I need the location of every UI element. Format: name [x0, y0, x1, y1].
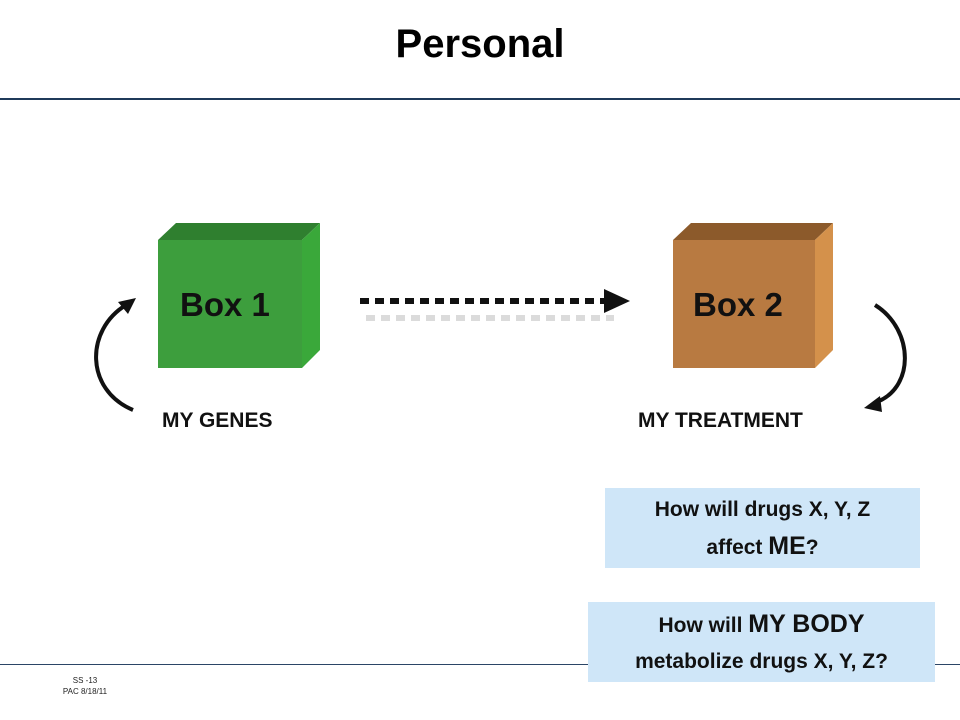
question-1-text: affect — [706, 536, 769, 559]
dotted-arrow — [360, 289, 630, 321]
left-cycle-arrow-icon — [94, 298, 136, 412]
box-1-label: Box 1 — [180, 286, 270, 323]
bottom-divider — [0, 664, 960, 665]
question-2-text: How will — [658, 614, 749, 637]
box-1-caption: MY GENES — [162, 409, 273, 432]
box-2-caption: MY TREATMENT — [638, 409, 803, 432]
right-cycle-arrow-icon — [864, 303, 907, 412]
top-divider — [0, 98, 960, 100]
question-2-line-2: metabolize drugs X, Y, Z? — [635, 650, 888, 673]
footer-date: PAC 8/18/11 — [62, 687, 108, 696]
question-2-emphasis: MY BODY — [748, 610, 865, 638]
question-1-line-2: affect ME? — [605, 528, 920, 566]
question-1-emphasis: ME — [768, 532, 806, 560]
box-1-cube — [158, 223, 320, 368]
box-2-cube — [673, 223, 833, 368]
question-box-1: How will drugs X, Y, Z affect ME? — [605, 488, 920, 568]
page-title: Personal — [395, 22, 565, 66]
question-box-2: How will MY BODY metabolize drugs X, Y, … — [588, 602, 935, 682]
box-2-label: Box 2 — [693, 286, 783, 323]
question-1-line-1: How will drugs X, Y, Z — [654, 498, 871, 521]
question-2-line-1: How will MY BODY — [588, 606, 935, 644]
footer-code: SS -13 — [72, 676, 98, 685]
question-1-mark: ? — [805, 536, 819, 559]
